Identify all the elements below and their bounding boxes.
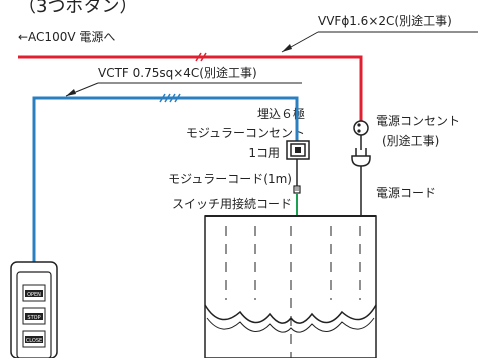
- outlet-label-line2: (別途工事): [382, 133, 439, 148]
- vvf-power-line: [18, 55, 363, 128]
- vvf-tick-mark: [200, 52, 207, 62]
- vctf-control-line: [32, 96, 299, 262]
- power-outlet-hole: [357, 123, 361, 127]
- power-cord-label: 電源コード: [376, 186, 436, 200]
- vctf-leader-arrowhead: [66, 89, 76, 96]
- open-button-label-bg: [25, 290, 43, 297]
- vctf-tick-mark: [159, 93, 166, 103]
- plug-icon: [351, 155, 371, 167]
- stop-button-label-bg: [25, 313, 43, 320]
- close-button-label-bg: [25, 336, 43, 343]
- vctf-tick-mark: [174, 93, 181, 103]
- open-button-label: OPEN: [27, 292, 41, 298]
- curtain-valance-scallop-inner: [206, 317, 375, 333]
- vvf-cable-label: VVFϕ1.6×2C(別途工事): [318, 13, 452, 28]
- modular-jack: [295, 147, 301, 153]
- outlet-label-line1: 電源コンセント: [376, 114, 460, 128]
- power-outlet-icon: [353, 120, 369, 136]
- vctf-tick-mark: [169, 93, 176, 103]
- vvf-leader-arrowhead: [282, 44, 292, 52]
- switch-cord-label: スイッチ用接続コード: [172, 196, 292, 211]
- module-label-line1: 埋込６極: [257, 106, 305, 121]
- modular-plug: [293, 185, 301, 194]
- vvf-tick-mark: [195, 52, 202, 62]
- vctf-cable-label: VCTF 0.75sq×4C(別途工事): [98, 65, 257, 80]
- stop-button-label: STOP: [27, 315, 40, 321]
- module-label-line3: 1コ用: [248, 146, 280, 160]
- close-button-label: CLOSE: [26, 338, 42, 344]
- vctf-tick-mark: [164, 93, 171, 103]
- curtain-valance-scallop: [204, 304, 377, 324]
- module-label-line2: モジュラーコンセント: [186, 126, 305, 140]
- power-line-destination-label: ←AC100V 電源へ: [18, 30, 115, 44]
- modular-cord-label: モジュラーコード(1m): [168, 172, 292, 186]
- power-outlet-hole: [357, 129, 361, 133]
- heading-partial: （3つボタン）: [18, 0, 137, 17]
